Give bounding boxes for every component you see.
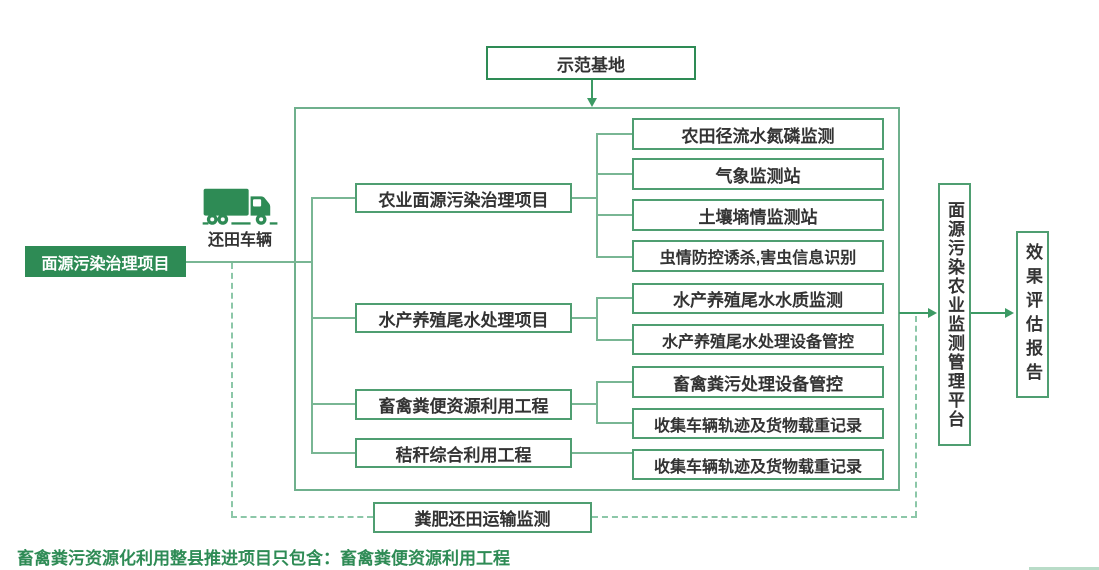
project-box-livestock-manure: 畜禽粪便资源利用工程 bbox=[355, 389, 572, 420]
bracket3-stub2 bbox=[596, 422, 632, 424]
monitor-box-soil-moisture: 土壤墒情监测站 bbox=[632, 199, 884, 231]
project-box-agricultural: 农业面源污染治理项目 bbox=[355, 183, 572, 213]
project-box-aquaculture: 水产养殖尾水处理项目 bbox=[355, 303, 572, 333]
arrow-down-icon bbox=[587, 98, 597, 107]
connector-trunk bbox=[311, 197, 313, 454]
platform-label: 面源污染农业监测管理平台 bbox=[945, 200, 964, 429]
monitor-box-manure-equipment: 畜禽粪污处理设备管控 bbox=[632, 366, 884, 398]
connector-stub-mid1 bbox=[311, 197, 355, 199]
bracket2-stub1 bbox=[596, 297, 632, 299]
monitor-box-weather: 气象监测站 bbox=[632, 158, 884, 190]
report-label: 效果评估报告 bbox=[1023, 242, 1042, 387]
bracket2-parent-stub bbox=[572, 317, 598, 319]
bracket1-parent-stub bbox=[572, 197, 598, 199]
bracket1-stub3 bbox=[596, 214, 632, 216]
demo-base-box: 示范基地 bbox=[486, 46, 696, 80]
monitor-box-vehicle-record-1: 收集车辆轨迹及货物载重记录 bbox=[632, 408, 884, 439]
connector-stub-mid3 bbox=[311, 403, 355, 405]
monitor-box-tailwater-quality: 水产养殖尾水水质监测 bbox=[632, 283, 884, 314]
connector-stub-mid4 bbox=[311, 452, 355, 454]
monitor-box-tailwater-equipment: 水产养殖尾水处理设备管控 bbox=[632, 324, 884, 355]
project-box-straw: 秸秆综合利用工程 bbox=[355, 438, 572, 468]
truck-label: 还田车辆 bbox=[207, 232, 272, 249]
monitor-box-runoff: 农田径流水氮磷监测 bbox=[632, 118, 884, 150]
bracket1-stub1 bbox=[596, 133, 632, 135]
dashed-line-right-horizontal bbox=[592, 516, 917, 518]
report-box: 效果评估报告 bbox=[1016, 231, 1049, 398]
bracket3-stub1 bbox=[596, 381, 632, 383]
bracket3-trunk bbox=[596, 381, 598, 424]
manure-transport-box: 粪肥还田运输监测 bbox=[373, 502, 592, 533]
monitor-box-pest: 虫情防控诱杀,害虫信息识别 bbox=[632, 240, 884, 272]
connector-to-platform bbox=[899, 312, 930, 314]
connector-stub-mid2 bbox=[311, 317, 355, 319]
bracket2-stub2 bbox=[596, 339, 632, 341]
platform-box: 面源污染农业监测管理平台 bbox=[938, 183, 971, 446]
arrow-right-icon-2 bbox=[1005, 308, 1014, 318]
dashed-line-left-vertical bbox=[231, 263, 233, 517]
connector-to-report bbox=[971, 312, 1007, 314]
arrow-right-icon-1 bbox=[928, 308, 937, 318]
connector-straw-record bbox=[572, 452, 632, 454]
truck-icon bbox=[202, 183, 280, 229]
bottom-note: 畜禽粪污资源化利用整县推进项目只包含：畜禽粪便资源利用工程 bbox=[17, 549, 510, 568]
dashed-line-right-vertical bbox=[915, 316, 917, 517]
bracket1-trunk bbox=[596, 133, 598, 258]
bracket1-stub4 bbox=[596, 256, 632, 258]
projects-container bbox=[294, 107, 900, 491]
monitor-box-vehicle-record-2: 收集车辆轨迹及货物载重记录 bbox=[632, 449, 884, 480]
demo-base-connector bbox=[591, 80, 593, 100]
bracket1-stub2 bbox=[596, 173, 632, 175]
bracket3-parent-stub bbox=[572, 403, 598, 405]
dashed-line-left-horizontal bbox=[231, 516, 373, 518]
cutoff-box-edge bbox=[1029, 567, 1099, 570]
connector-root bbox=[186, 261, 313, 263]
bracket2-trunk bbox=[596, 297, 598, 341]
demo-base-label: 示范基地 bbox=[557, 55, 625, 75]
source-pollution-project-box: 面源污染治理项目 bbox=[25, 246, 186, 277]
